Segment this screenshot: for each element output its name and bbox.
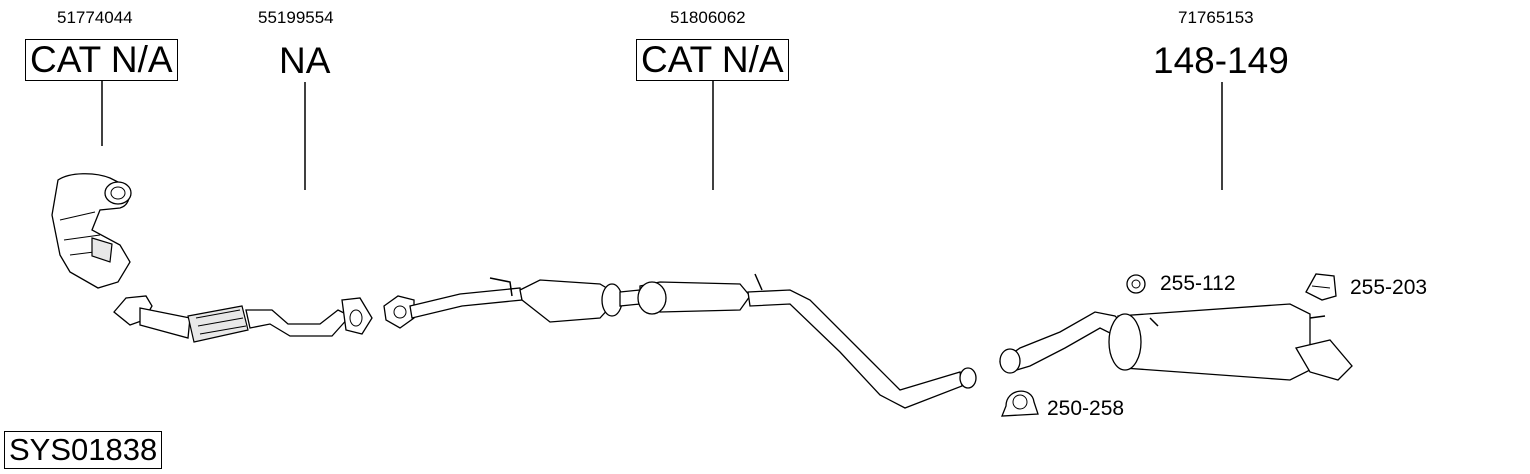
rubber-mount-icon — [1126, 274, 1146, 294]
middle-section-part — [383, 273, 977, 409]
part-number-2: 55199554 — [258, 8, 334, 27]
accessory-label-clamp: 250-258 — [1047, 397, 1125, 420]
part-number-1: 51774044 — [57, 8, 133, 27]
accessory-label-mount: 255-112 — [1160, 272, 1236, 295]
catalytic-manifold-part — [51, 173, 132, 289]
part-number-4: 71765153 — [1178, 8, 1254, 27]
clamp-icon — [1001, 390, 1039, 417]
rear-silencer-part — [998, 303, 1353, 381]
part-number-3: 51806062 — [670, 8, 746, 27]
hanger-bracket-icon — [1305, 273, 1337, 301]
part-label-4: 148-149 — [1153, 40, 1289, 81]
accessory-label-hanger: 255-203 — [1350, 276, 1428, 299]
part-label-1: CAT N/A — [25, 39, 178, 81]
part-label-2: NA — [279, 40, 331, 81]
part-label-3: CAT N/A — [636, 39, 789, 81]
system-code: SYS01838 — [4, 431, 163, 469]
front-pipe-part — [113, 295, 373, 343]
